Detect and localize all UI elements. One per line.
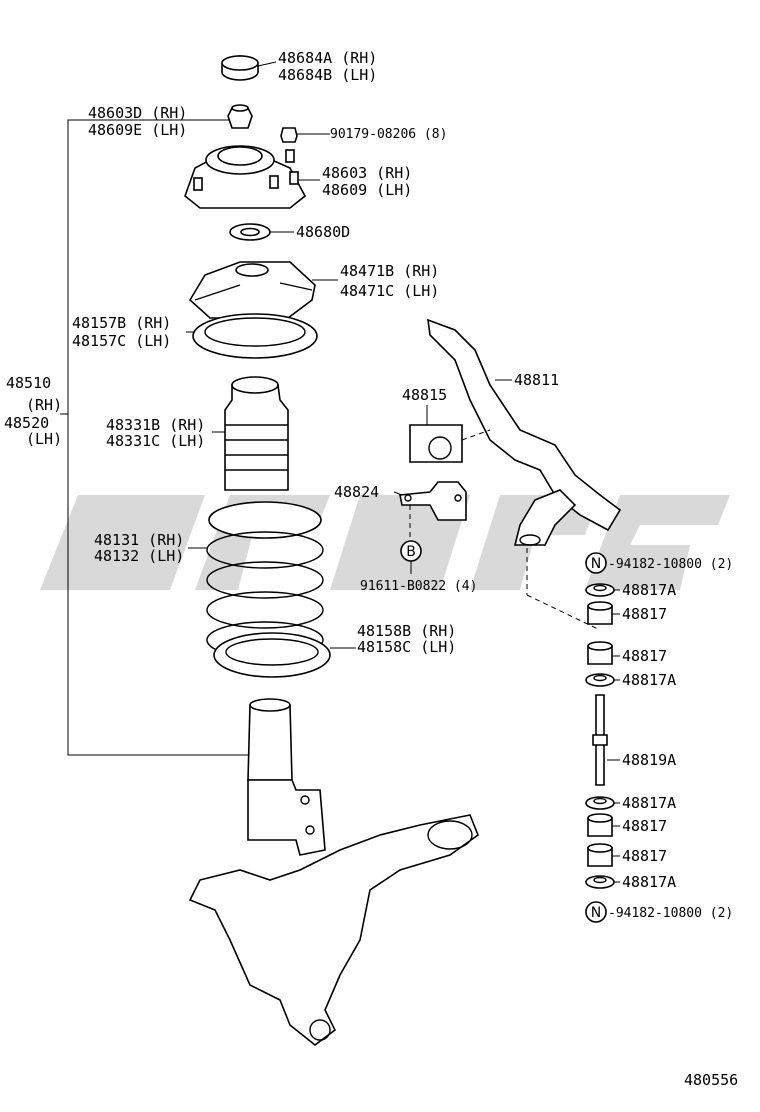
strut-mount — [184, 145, 320, 209]
label-cushion-1: 48817 — [622, 605, 667, 623]
label-bearing: 48680D — [296, 223, 350, 241]
label-stabilizer-bar: 48811 — [514, 371, 559, 389]
link-cushion-1 — [587, 601, 620, 625]
part-labels: 48684A (RH) 48684B (LH) 48603D (RH) 4860… — [4, 49, 738, 1089]
strut-assembly-bracket — [60, 119, 248, 756]
label-link-bolt: 48819A — [622, 751, 676, 769]
label-upper-seat-rh: 48471B (RH) — [340, 262, 439, 280]
label-bolt: 90179-08206 (8) — [330, 127, 447, 142]
label-cushion-3: 48817 — [622, 817, 667, 835]
label-strut-assy-lh-a: 48520 — [4, 414, 49, 432]
diagram-id: 480556 — [684, 1071, 738, 1089]
label-upper-seat-lh: 48471C (LH) — [340, 282, 439, 300]
strut-nut — [227, 104, 253, 129]
label-retainer-1: 48817A — [622, 581, 676, 599]
ref-n-top-label: N — [591, 556, 601, 572]
steering-knuckle — [188, 814, 479, 1047]
label-cushion-4: 48817 — [622, 847, 667, 865]
link-retainer-3 — [585, 796, 620, 810]
label-spring-rh: 48131 (RH) — [94, 531, 184, 549]
ref-circle-n-top: N — [585, 552, 607, 574]
mount-bolt — [280, 127, 330, 143]
label-bracket: 48824 — [334, 483, 379, 501]
label-lower-insulator-lh: 48158C (LH) — [357, 638, 456, 656]
label-retainer-4: 48817A — [622, 873, 676, 891]
link-cushion-4 — [587, 843, 620, 867]
bump-stop — [212, 376, 289, 491]
label-strut-assy-rh-a: 48510 — [6, 374, 51, 392]
ref-n-bottom-label: N — [591, 905, 601, 921]
label-cushion-2: 48817 — [622, 647, 667, 665]
label-retainer-3: 48817A — [622, 794, 676, 812]
link-bolt — [592, 694, 620, 786]
link-retainer-1 — [585, 583, 620, 597]
strut-body — [247, 698, 326, 856]
label-strut-assy-lh-b: (LH) — [26, 430, 62, 448]
ref-circle-n-bottom: N — [585, 901, 607, 923]
label-mount-lh: 48609 (LH) — [322, 181, 412, 199]
strut-bearing — [229, 223, 294, 241]
label-bumper-rh: 48331B (RH) — [106, 416, 205, 434]
label-nut-bottom: -94182-10800 (2) — [608, 906, 733, 921]
label-mount-rh: 48603 (RH) — [322, 164, 412, 182]
link-retainer-2 — [585, 673, 620, 687]
label-insulator-lh: 48157C (LH) — [72, 332, 171, 350]
label-nut-lh: 48609E (LH) — [88, 121, 187, 139]
upper-insulator — [186, 313, 318, 359]
label-cap-lh: 48684B (LH) — [278, 66, 377, 84]
link-retainer-4 — [585, 875, 620, 889]
label-insulator-rh: 48157B (RH) — [72, 314, 171, 332]
label-spring-lh: 48132 (LH) — [94, 547, 184, 565]
link-cushion-2 — [587, 641, 620, 665]
stabilizer-bushing — [409, 405, 491, 463]
stabilizer-bar — [427, 318, 622, 546]
label-lower-insulator-rh: 48158B (RH) — [357, 622, 456, 640]
label-strut-assy-rh-b: (RH) — [26, 396, 62, 414]
label-cap-rh: 48684A (RH) — [278, 49, 377, 67]
link-cushion-3 — [587, 813, 620, 837]
label-nut-top: -94182-10800 (2) — [608, 557, 733, 572]
ref-b-label: B — [406, 544, 416, 560]
lower-insulator — [213, 632, 356, 678]
stabilizer-bracket — [393, 481, 467, 540]
label-bushing: 48815 — [402, 386, 447, 404]
label-bracket-bolt: 91611-B0822 (4) — [360, 579, 477, 594]
label-bumper-lh: 48331C (LH) — [106, 432, 205, 450]
ref-circle-b: B — [400, 540, 422, 574]
label-retainer-2: 48817A — [622, 671, 676, 689]
upper-spring-seat — [188, 261, 338, 319]
label-nut-rh: 48603D (RH) — [88, 104, 187, 122]
dust-cap — [221, 55, 277, 81]
